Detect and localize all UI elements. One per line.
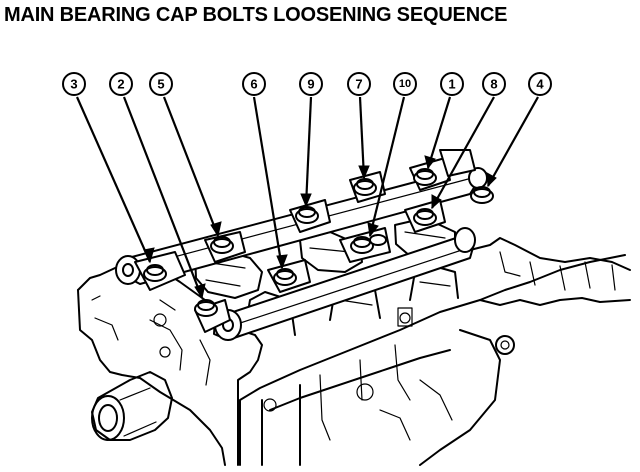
svg-text:5: 5 (157, 77, 164, 92)
svg-text:2: 2 (117, 77, 124, 92)
bolt-5 (210, 236, 234, 254)
leader-6 (252, 96, 284, 269)
bolts (143, 168, 494, 317)
callout-7: 7 (347, 72, 371, 96)
svg-text:8: 8 (490, 77, 497, 92)
leader-10 (368, 96, 406, 237)
leader-8 (431, 96, 495, 209)
leader-1 (426, 96, 452, 169)
leader-lines (75, 96, 539, 300)
leader-3 (75, 96, 152, 263)
svg-text:10: 10 (399, 78, 411, 90)
callouts: 3 2 5 6 9 7 10 1 (62, 72, 552, 96)
callout-2: 2 (109, 72, 133, 96)
leader-7 (358, 96, 366, 179)
bolt-10 (350, 234, 387, 254)
bolt-6 (273, 268, 297, 286)
bolt-9 (295, 206, 319, 224)
bolt-2 (194, 299, 218, 317)
svg-text:3: 3 (70, 77, 77, 92)
bolt-3 (143, 264, 167, 282)
callout-3: 3 (62, 72, 86, 96)
svg-text:9: 9 (307, 77, 314, 92)
callout-6: 6 (242, 72, 266, 96)
bolt-4 (470, 186, 494, 204)
leader-2 (122, 96, 204, 299)
callout-1: 1 (440, 72, 464, 96)
leader-4 (487, 96, 539, 187)
callout-4: 4 (528, 72, 552, 96)
svg-text:1: 1 (448, 77, 455, 92)
callout-5: 5 (149, 72, 173, 96)
callout-9: 9 (299, 72, 323, 96)
svg-text:4: 4 (536, 77, 544, 92)
leader-9 (304, 96, 313, 207)
bolt-8 (413, 208, 437, 226)
bolt-1 (413, 168, 437, 186)
bearing-cap-rails (115, 149, 488, 341)
svg-text:7: 7 (355, 77, 362, 92)
callout-10: 10 (393, 72, 417, 96)
bolt-7 (353, 178, 377, 196)
leader-5 (162, 96, 220, 237)
diagram-title: MAIN BEARING CAP BOLTS LOOSENING SEQUENC… (4, 4, 508, 26)
callout-8: 8 (482, 72, 506, 96)
svg-text:6: 6 (250, 77, 257, 92)
